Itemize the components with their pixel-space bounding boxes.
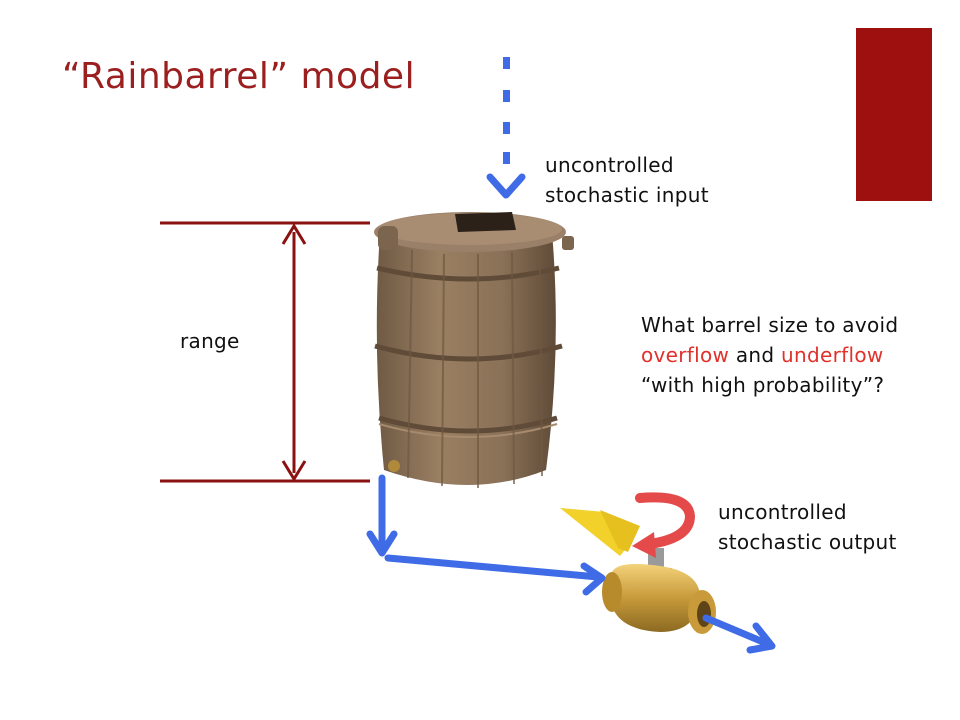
question-line1: What barrel size to avoid	[641, 313, 899, 337]
design-question: What barrel size to avoid overflow and u…	[641, 310, 898, 400]
range-marker	[160, 221, 370, 483]
turn-arrow-icon	[632, 492, 696, 558]
input-label-line2: stochastic input	[545, 183, 709, 207]
input-label-line1: uncontrolled	[545, 153, 674, 177]
question-line2: overflow and underflow	[641, 340, 898, 370]
underflow-word: underflow	[781, 343, 884, 367]
question-line2-mid: and	[729, 343, 782, 367]
question-line3: “with high probability”?	[641, 373, 885, 397]
output-label-line1: uncontrolled	[718, 500, 847, 524]
overflow-word: overflow	[641, 343, 730, 367]
accent-block	[856, 28, 932, 201]
range-label: range	[180, 329, 240, 353]
ball-valve-icon	[560, 508, 716, 634]
input-label: uncontrolled stochastic input	[545, 150, 709, 210]
rain-barrel-icon	[374, 212, 574, 488]
slide-title: “Rainbarrel” model	[62, 56, 416, 97]
output-flow-arrows	[366, 474, 776, 654]
output-label: uncontrolled stochastic output	[718, 497, 897, 557]
output-label-line2: stochastic output	[718, 530, 897, 554]
input-arrowhead	[486, 173, 526, 199]
input-dotted-stream	[503, 57, 510, 164]
